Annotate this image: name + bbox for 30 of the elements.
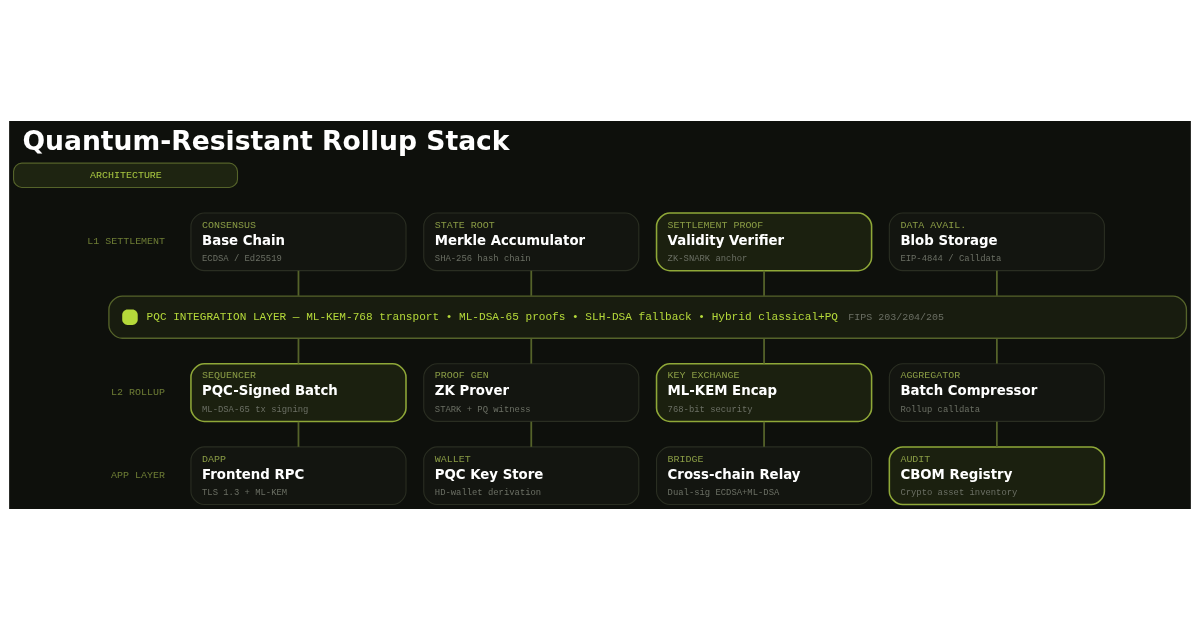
label: L2 ROLLUP [111,387,165,399]
connector [297,337,300,365]
label: L1 SETTLEMENT [87,236,166,248]
connector [996,420,998,448]
label: APP LAYER [111,470,165,482]
node-box: ARCHITECTURE [13,162,239,189]
connector [530,337,533,365]
connector [763,337,765,365]
connector [297,269,300,297]
node-box: KEY EXCHANGE ML-KEM Encap 768-bit security [655,363,873,423]
node-box: AUDIT CBOM Registry Crypto asset inventory [888,446,1106,506]
connector [297,420,300,448]
node-box: BRIDGE Cross-chain Relay Dual-sig ECDSA+ML-DSA [656,446,873,506]
node-box: STATE ROOT Merkle Accumulator SHA-256 hash chain [423,212,640,272]
node-box: SEQUENCER PQC-Signed Batch ML-DSA-65 tx signing [190,363,407,423]
node-box: SETTLEMENT PROOF Validity Verifier ZK-SNARK anchor [655,212,873,272]
node-box: PROOF GEN ZK Prover STARK + PQ witness [423,363,640,422]
node-box: DATA AVAIL. Blob Storage EIP-4844 / Calldata [888,212,1105,272]
connector [530,269,533,297]
node-box: PQC INTEGRATION LAYER — ML-KEM-768 transport • ML-DSA-65 proofs • SLH-DSA fallback • Hybrid classical+PQ FIPS 203/204/205 [108,295,1188,339]
node-box: AGGREGATOR Batch Compressor Rollup calldata [888,363,1105,422]
connector [530,420,533,448]
node-box: CONSENSUS Base Chain ECDSA / Ed25519 [190,212,407,272]
connector [996,269,998,297]
node-box: WALLET PQC Key Store HD-wallet derivation [423,446,640,506]
diagram-title: Quantum-Resistant Rollup Stack [22,125,510,157]
connector [763,420,765,448]
node-box: DAPP Frontend RPC TLS 1.3 + ML-KEM [190,446,407,506]
connector [996,337,998,365]
connector [763,269,765,297]
